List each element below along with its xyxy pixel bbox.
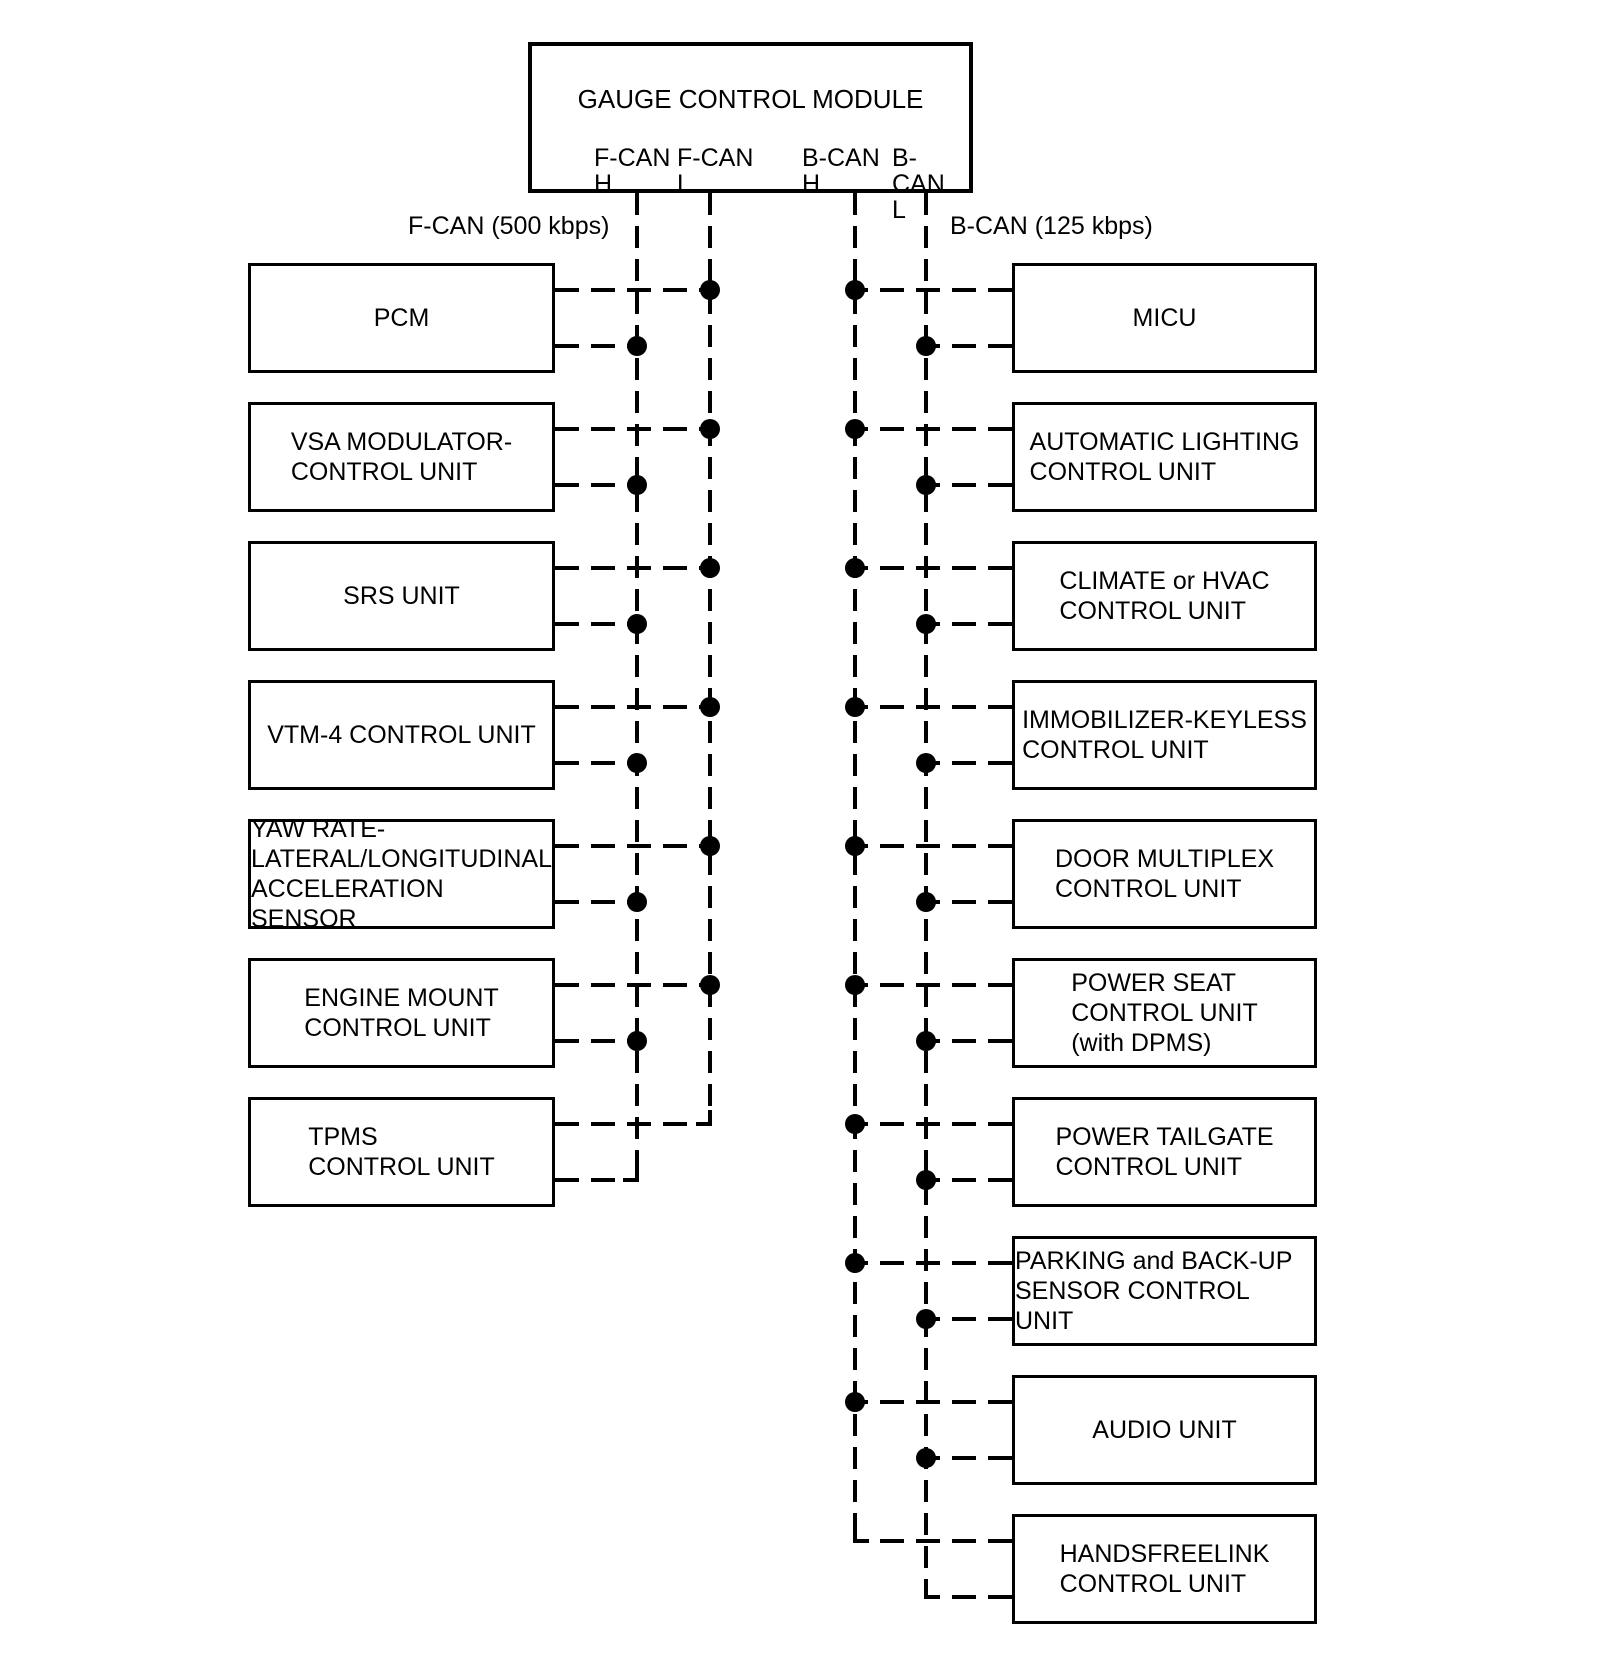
pin-wire-label: H bbox=[802, 170, 821, 198]
junction-dot bbox=[845, 1114, 865, 1134]
unit-label: TPMS CONTROL UNIT bbox=[308, 1123, 495, 1181]
junction-dot bbox=[700, 697, 720, 717]
unit-immobilizer-keyless: IMMOBILIZER-KEYLESS CONTROL UNIT bbox=[1012, 680, 1317, 790]
unit-label: CLIMATE or HVAC CONTROL UNIT bbox=[1059, 567, 1270, 625]
pin-f-can-h: F-CAN H bbox=[594, 145, 670, 197]
junction-dot bbox=[916, 892, 936, 912]
junction-dot bbox=[845, 1253, 865, 1273]
junction-dot bbox=[700, 419, 720, 439]
junction-dot bbox=[700, 836, 720, 856]
junction-dot bbox=[845, 975, 865, 995]
junction-dot bbox=[916, 614, 936, 634]
unit-srs: SRS UNIT bbox=[248, 541, 555, 651]
unit-yaw-rate-sensor: YAW RATE- LATERAL/LONGITUDINAL ACCELERAT… bbox=[248, 815, 555, 933]
unit-label: SRS UNIT bbox=[343, 582, 460, 610]
pin-bus-label: B-CAN bbox=[892, 144, 945, 198]
junction-dot bbox=[916, 1031, 936, 1051]
unit-climate-hvac: CLIMATE or HVAC CONTROL UNIT bbox=[1012, 541, 1317, 651]
junction-dot bbox=[845, 280, 865, 300]
unit-pcm: PCM bbox=[248, 263, 555, 373]
unit-door-multiplex: DOOR MULTIPLEX CONTROL UNIT bbox=[1012, 819, 1317, 929]
unit-label: AUDIO UNIT bbox=[1092, 1416, 1237, 1444]
unit-label: MICU bbox=[1132, 304, 1197, 332]
unit-engine-mount: ENGINE MOUNT CONTROL UNIT bbox=[248, 958, 555, 1068]
junction-dot bbox=[627, 892, 647, 912]
junction-dot bbox=[627, 475, 647, 495]
unit-label: VSA MODULATOR- CONTROL UNIT bbox=[290, 428, 513, 486]
pin-bus-label: F-CAN bbox=[594, 144, 671, 172]
junction-dot bbox=[916, 475, 936, 495]
unit-micu: MICU bbox=[1012, 263, 1317, 373]
unit-label: ENGINE MOUNT CONTROL UNIT bbox=[304, 984, 499, 1042]
junction-dot bbox=[916, 753, 936, 773]
junction-dot bbox=[845, 1392, 865, 1412]
pin-wire-label: L bbox=[892, 196, 906, 224]
unit-label: IMMOBILIZER-KEYLESS CONTROL UNIT bbox=[1022, 706, 1307, 764]
unit-label: POWER SEAT CONTROL UNIT (with DPMS) bbox=[1071, 969, 1258, 1057]
unit-label: VTM-4 CONTROL UNIT bbox=[267, 721, 536, 749]
unit-label: PCM bbox=[373, 304, 430, 332]
unit-label: PARKING and BACK-UP SENSOR CONTROL UNIT bbox=[1015, 1247, 1293, 1335]
junction-dot bbox=[700, 975, 720, 995]
bus-end-elbow bbox=[623, 1166, 639, 1182]
junction-dot bbox=[845, 836, 865, 856]
unit-audio: AUDIO UNIT bbox=[1012, 1375, 1317, 1485]
unit-label: HANDSFREELINK CONTROL UNIT bbox=[1059, 1540, 1270, 1598]
unit-label: POWER TAILGATE CONTROL UNIT bbox=[1055, 1123, 1274, 1181]
junction-dot bbox=[627, 614, 647, 634]
unit-handsfreelink: HANDSFREELINK CONTROL UNIT bbox=[1012, 1514, 1317, 1624]
b-can-bus-label: B-CAN (125 kbps) bbox=[950, 212, 1153, 240]
unit-tpms: TPMS CONTROL UNIT bbox=[248, 1097, 555, 1207]
pin-bus-label: B-CAN bbox=[802, 144, 880, 172]
junction-dot bbox=[916, 1170, 936, 1190]
pin-b-can-h: B-CAN H bbox=[802, 145, 880, 197]
junction-dot bbox=[700, 558, 720, 578]
junction-dot bbox=[845, 558, 865, 578]
pin-wire-label: H bbox=[594, 170, 613, 198]
bus-end-elbow bbox=[924, 1583, 940, 1599]
unit-label: YAW RATE- LATERAL/LONGITUDINAL ACCELERAT… bbox=[251, 815, 553, 933]
gauge-control-module: GAUGE CONTROL MODULE F-CAN H F-CAN L B-C… bbox=[528, 42, 973, 223]
junction-dot bbox=[845, 697, 865, 717]
junction-dot bbox=[627, 753, 647, 773]
unit-parking-backup: PARKING and BACK-UP SENSOR CONTROL UNIT bbox=[1012, 1236, 1317, 1346]
junction-dot bbox=[916, 336, 936, 356]
bus-end-elbow bbox=[853, 1527, 869, 1543]
junction-dot bbox=[627, 1031, 647, 1051]
unit-vtm4: VTM-4 CONTROL UNIT bbox=[248, 680, 555, 790]
junction-dot bbox=[700, 280, 720, 300]
pin-bus-label: F-CAN bbox=[677, 144, 754, 172]
pin-b-can-l: B-CAN L bbox=[892, 145, 969, 223]
unit-label: AUTOMATIC LIGHTING CONTROL UNIT bbox=[1029, 428, 1300, 486]
unit-vsa-modulator: VSA MODULATOR- CONTROL UNIT bbox=[248, 402, 555, 512]
unit-power-tailgate: POWER TAILGATE CONTROL UNIT bbox=[1012, 1097, 1317, 1207]
pin-wire-label: L bbox=[677, 170, 691, 198]
unit-automatic-lighting: AUTOMATIC LIGHTING CONTROL UNIT bbox=[1012, 402, 1317, 512]
junction-dot bbox=[845, 419, 865, 439]
junction-dot bbox=[627, 336, 647, 356]
unit-power-seat: POWER SEAT CONTROL UNIT (with DPMS) bbox=[1012, 958, 1317, 1068]
bus-end-elbow bbox=[696, 1110, 712, 1126]
junction-dot bbox=[916, 1448, 936, 1468]
module-title: GAUGE CONTROL MODULE bbox=[577, 84, 924, 114]
f-can-bus-label: F-CAN (500 kbps) bbox=[408, 212, 610, 240]
pin-f-can-l: F-CAN L bbox=[677, 145, 753, 197]
junction-dot bbox=[916, 1309, 936, 1329]
unit-label: DOOR MULTIPLEX CONTROL UNIT bbox=[1054, 845, 1275, 903]
